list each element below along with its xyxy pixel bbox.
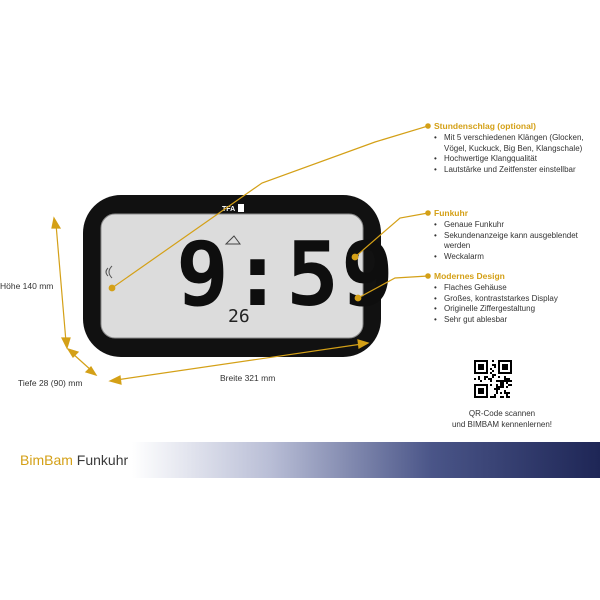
qr-caption: QR-Code scannen und BIMBAM kennenlernen! bbox=[418, 408, 586, 430]
dimension-depth: Tiefe 28 (90) mm bbox=[18, 378, 83, 388]
list-item: Großes, kontraststarkes Display bbox=[434, 294, 594, 305]
list-item: Mit 5 verschiedenen Klängen (Glocken, Vö… bbox=[434, 133, 594, 154]
qr-code[interactable] bbox=[474, 360, 512, 398]
list-item: Lautstärke und Zeitfenster einstellbar bbox=[434, 165, 594, 176]
tfa-logo: TFA bbox=[222, 204, 244, 213]
clock-time: 9:59 bbox=[176, 223, 396, 326]
feature-list-chime: Mit 5 verschiedenen Klängen (Glocken, Vö… bbox=[434, 133, 594, 175]
width-arrow bbox=[108, 339, 370, 385]
title-banner bbox=[0, 442, 600, 478]
clock-seconds: 26 bbox=[228, 306, 250, 327]
callout-line-design bbox=[354, 273, 431, 302]
list-item: Originelle Ziffergestaltung bbox=[434, 304, 594, 315]
product-title: BimBam Funkuhr bbox=[20, 452, 128, 468]
callout-line-chime bbox=[108, 123, 431, 292]
bell-icon bbox=[224, 235, 241, 245]
list-item: Hochwertige Klangqualität bbox=[434, 154, 594, 165]
list-item: Flaches Gehäuse bbox=[434, 283, 594, 294]
depth-arrow bbox=[66, 347, 98, 377]
radio-signal-icon bbox=[105, 265, 113, 279]
svg-text:TFA: TFA bbox=[222, 206, 235, 213]
qr-caption-line2: und BIMBAM kennenlernen! bbox=[451, 420, 553, 429]
qr-caption-line1: QR-Code scannen bbox=[468, 409, 536, 418]
feature-list-design: Flaches Gehäuse Großes, kontraststarkes … bbox=[434, 283, 594, 325]
list-item: Weckalarm bbox=[434, 252, 594, 263]
product-title-type: Funkuhr bbox=[76, 452, 129, 468]
list-item: Sehr gut ablesbar bbox=[434, 315, 594, 326]
list-item: Genaue Funkuhr bbox=[434, 220, 594, 231]
dimension-height: Höhe 140 mm bbox=[0, 281, 54, 291]
feature-list-radio: Genaue Funkuhr Sekundenanzeige kann ausg… bbox=[434, 220, 594, 262]
callout-line-radio bbox=[351, 210, 431, 261]
list-item: Sekundenanzeige kann ausgeblendet werden bbox=[434, 231, 594, 252]
height-arrow bbox=[51, 216, 71, 350]
product-title-brand: BimBam bbox=[20, 452, 73, 468]
dimension-width: Breite 321 mm bbox=[220, 373, 276, 383]
clock-display bbox=[100, 213, 364, 339]
feature-title-radio: Funkuhr bbox=[434, 208, 468, 218]
feature-title-chime: Stundenschlag (optional) bbox=[434, 121, 536, 131]
feature-title-design: Modernes Design bbox=[434, 271, 505, 281]
